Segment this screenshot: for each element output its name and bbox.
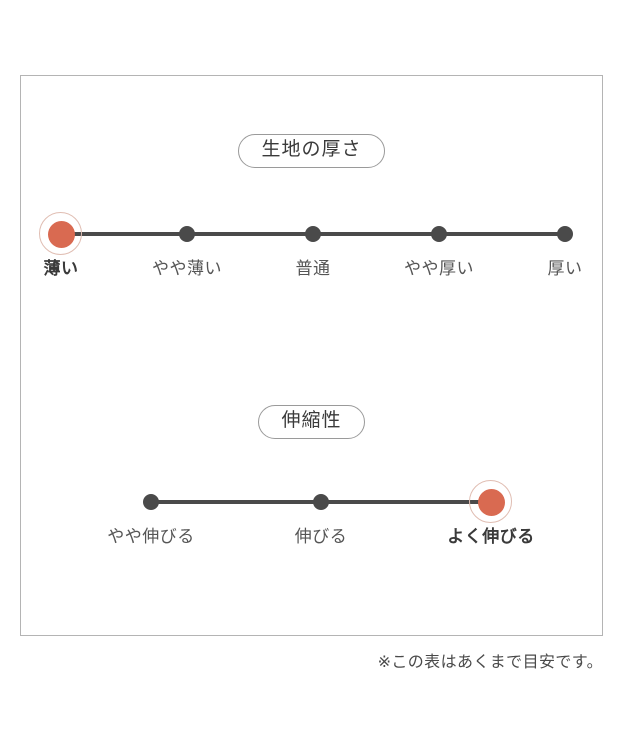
stretch-title-row: 伸縮性: [21, 405, 602, 439]
thickness-label-3: やや厚い: [404, 259, 474, 278]
thickness-dot-0: [47, 220, 75, 248]
thickness-scale: 薄い やや薄い 普通 やや厚い 厚い: [21, 206, 602, 316]
thickness-label-4: 厚い: [547, 259, 583, 278]
disclaimer-footnote: ※この表はあくまで目安です。: [377, 654, 603, 671]
stretch-label-0: やや伸びる: [107, 527, 195, 546]
stretch-dot-1: [313, 494, 329, 510]
thickness-dot-1: [179, 226, 195, 242]
stretch-label-1: 伸びる: [294, 527, 348, 546]
stretch-selected-ring: [469, 480, 512, 523]
thickness-selected-ring: [39, 212, 82, 255]
thickness-label-2: 普通: [295, 259, 331, 278]
stretch-title-pill: 伸縮性: [258, 405, 365, 439]
thickness-dot-4: [557, 226, 573, 242]
thickness-dot-2: [305, 226, 321, 242]
thickness-label-1: やや薄い: [152, 259, 222, 278]
stretch-label-2: よく伸びる: [447, 527, 535, 546]
thickness-title-pill: 生地の厚さ: [238, 134, 385, 168]
fabric-spec-card: 生地の厚さ 薄い: [20, 75, 603, 636]
thickness-label-0: 薄い: [43, 259, 79, 278]
stretch-scale: やや伸びる 伸びる よく伸びる: [21, 474, 602, 584]
stretch-dot-0: [143, 494, 159, 510]
stretch-dot-2: [477, 488, 505, 516]
thickness-title-row: 生地の厚さ: [21, 134, 602, 168]
thickness-dot-3: [431, 226, 447, 242]
